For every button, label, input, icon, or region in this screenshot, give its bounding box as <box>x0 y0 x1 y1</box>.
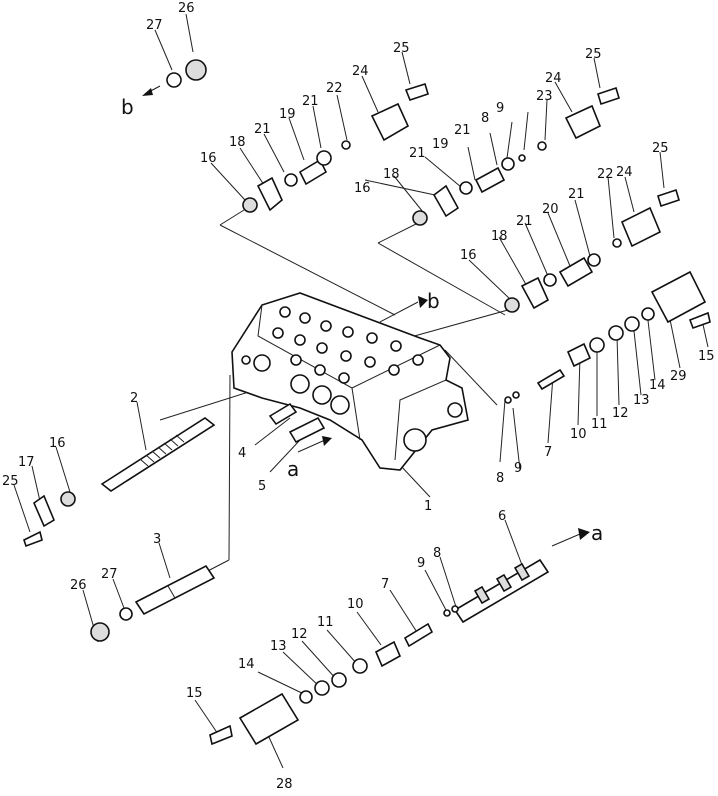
callout-8b: 8 <box>496 471 504 486</box>
callout-11b: 11 <box>317 615 334 630</box>
callout-13b: 13 <box>270 639 287 654</box>
cover-parts-bottom <box>209 605 459 746</box>
spool-3 <box>134 564 216 616</box>
callout-16b: 16 <box>354 181 371 196</box>
callout-2: 2 <box>130 391 138 406</box>
callout-14b: 14 <box>238 657 255 672</box>
spool-2 <box>100 417 216 492</box>
callout-12b: 12 <box>291 627 308 642</box>
callout-10b: 10 <box>347 597 364 612</box>
ref-a-body: a <box>287 457 299 481</box>
ref-a-spool: a <box>591 521 603 545</box>
cover-parts-right <box>504 270 711 404</box>
callout-15a: 15 <box>698 349 715 364</box>
ref-b-body: b <box>427 289 440 313</box>
callout-8c: 8 <box>433 546 441 561</box>
callout-17: 17 <box>18 455 35 470</box>
callout-9c: 9 <box>417 556 425 571</box>
callout-24c: 24 <box>616 165 633 180</box>
callout-22b: 22 <box>597 167 614 182</box>
callout-4: 4 <box>238 446 246 461</box>
callout-16d: 16 <box>49 436 66 451</box>
callout-29: 29 <box>670 369 687 384</box>
callout-16a: 16 <box>200 151 217 166</box>
callout-21e: 21 <box>568 187 585 202</box>
reference-letters: b b a a <box>121 95 603 545</box>
callout-12a: 12 <box>612 406 629 421</box>
callout-21c: 21 <box>454 123 471 138</box>
callout-18b: 18 <box>383 167 400 182</box>
callout-10a: 10 <box>570 427 587 442</box>
callout-21b: 21 <box>254 122 271 137</box>
callout-27b: 27 <box>101 567 118 582</box>
callout-8a: 8 <box>481 111 489 126</box>
callout-26a: 26 <box>178 1 195 16</box>
callout-19b: 19 <box>432 137 449 152</box>
callout-16c: 16 <box>460 248 477 263</box>
callout-18c: 18 <box>491 229 508 244</box>
callout-25d: 25 <box>2 474 19 489</box>
callout-14a: 14 <box>649 378 666 393</box>
callout-21a: 21 <box>302 94 319 109</box>
callout-18a: 18 <box>229 135 246 150</box>
callout-19a: 19 <box>279 107 296 122</box>
callout-21f: 21 <box>516 214 533 229</box>
callout-25a: 25 <box>393 41 410 56</box>
callout-26b: 26 <box>70 578 87 593</box>
callout-1: 1 <box>424 499 432 514</box>
callout-20: 20 <box>542 202 559 217</box>
callout-24b: 24 <box>545 71 562 86</box>
callout-25c: 25 <box>652 141 669 156</box>
valve-body-ports <box>241 306 463 452</box>
callout-7b: 7 <box>381 577 389 592</box>
callout-22a: 22 <box>326 81 343 96</box>
callout-7a: 7 <box>544 445 552 460</box>
callout-21d: 21 <box>409 146 426 161</box>
callout-24a: 24 <box>352 64 369 79</box>
callout-28: 28 <box>276 777 293 792</box>
callout-13a: 13 <box>633 393 650 408</box>
reference-arrows <box>379 296 590 547</box>
spool-6 <box>453 558 550 624</box>
cover-parts-top <box>142 59 680 313</box>
callout-5: 5 <box>258 479 266 494</box>
callout-11a: 11 <box>591 417 608 432</box>
callout-6: 6 <box>498 509 506 524</box>
cover-parts-left <box>23 402 332 642</box>
callout-23: 23 <box>536 89 553 104</box>
callout-27a: 27 <box>146 18 163 33</box>
callout-25b: 25 <box>585 47 602 62</box>
callout-15b: 15 <box>186 686 203 701</box>
callout-9a: 9 <box>496 101 504 116</box>
callout-9b: 9 <box>514 461 522 476</box>
callout-3: 3 <box>153 532 161 547</box>
valve-body <box>231 292 469 471</box>
ref-b-top: b <box>121 95 134 119</box>
